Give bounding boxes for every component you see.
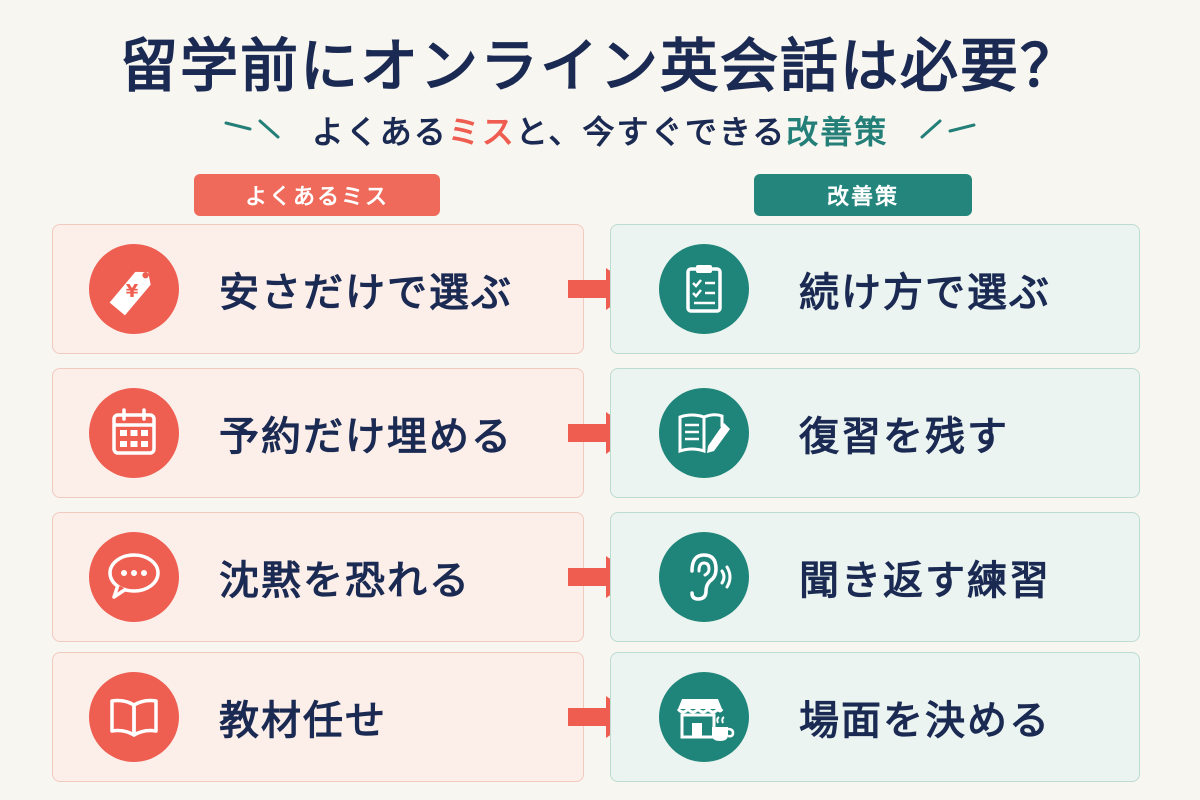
fix-label-3: 聞き返す練習 bbox=[799, 558, 1051, 604]
subtitle-highlight-mistake: ミス bbox=[447, 113, 516, 151]
subtitle-part1: よくある bbox=[311, 113, 448, 151]
subtitle-row: よくあるミスと、今すぐできる改善策 bbox=[0, 106, 1200, 154]
fix-label-4: 場面を決める bbox=[799, 698, 1051, 744]
mistake-label-1: 安さだけで選ぶ bbox=[219, 270, 513, 316]
fix-label-1: 続け方で選ぶ bbox=[799, 270, 1051, 316]
right-accent-dashes-icon bbox=[920, 119, 976, 139]
cafe-storefront-icon bbox=[659, 672, 749, 762]
subtitle: よくあるミスと、今すぐできる改善策 bbox=[312, 107, 888, 153]
mistake-card-4: 教材任せ bbox=[52, 652, 584, 782]
notebook-pen-icon bbox=[659, 388, 749, 478]
speech-bubble-icon bbox=[89, 532, 179, 622]
open-book-icon bbox=[89, 672, 179, 762]
mistake-label-3: 沈黙を恐れる bbox=[219, 558, 471, 604]
mistakes-header: よくあるミス bbox=[194, 174, 440, 216]
mistake-label-4: 教材任せ bbox=[219, 698, 387, 744]
fix-label-2: 復習を残す bbox=[799, 414, 1009, 460]
fixes-header: 改善策 bbox=[754, 174, 972, 216]
ear-icon bbox=[659, 532, 749, 622]
mistake-label-2: 予約だけ埋める bbox=[219, 414, 513, 460]
fix-card-4: 場面を決める bbox=[610, 652, 1140, 782]
mistake-card-3: 沈黙を恐れる bbox=[52, 512, 584, 642]
mistake-card-2: 予約だけ埋める bbox=[52, 368, 584, 498]
page-title: 留学前にオンライン英会話は必要？ bbox=[119, 32, 1080, 100]
fix-card-3: 聞き返す練習 bbox=[610, 512, 1140, 642]
yen-price-tag-icon: ¥ bbox=[89, 244, 179, 334]
clipboard-checklist-icon bbox=[659, 244, 749, 334]
fix-card-2: 復習を残す bbox=[610, 368, 1140, 498]
mistake-card-1: ¥ 安さだけで選ぶ bbox=[52, 224, 584, 354]
fix-card-1: 続け方で選ぶ bbox=[610, 224, 1140, 354]
subtitle-part2: と、今すぐできる bbox=[515, 113, 787, 151]
calendar-icon bbox=[89, 388, 179, 478]
subtitle-highlight-fix: 改善策 bbox=[786, 113, 889, 151]
svg-text:¥: ¥ bbox=[126, 281, 139, 302]
left-accent-dashes-icon bbox=[224, 119, 280, 139]
